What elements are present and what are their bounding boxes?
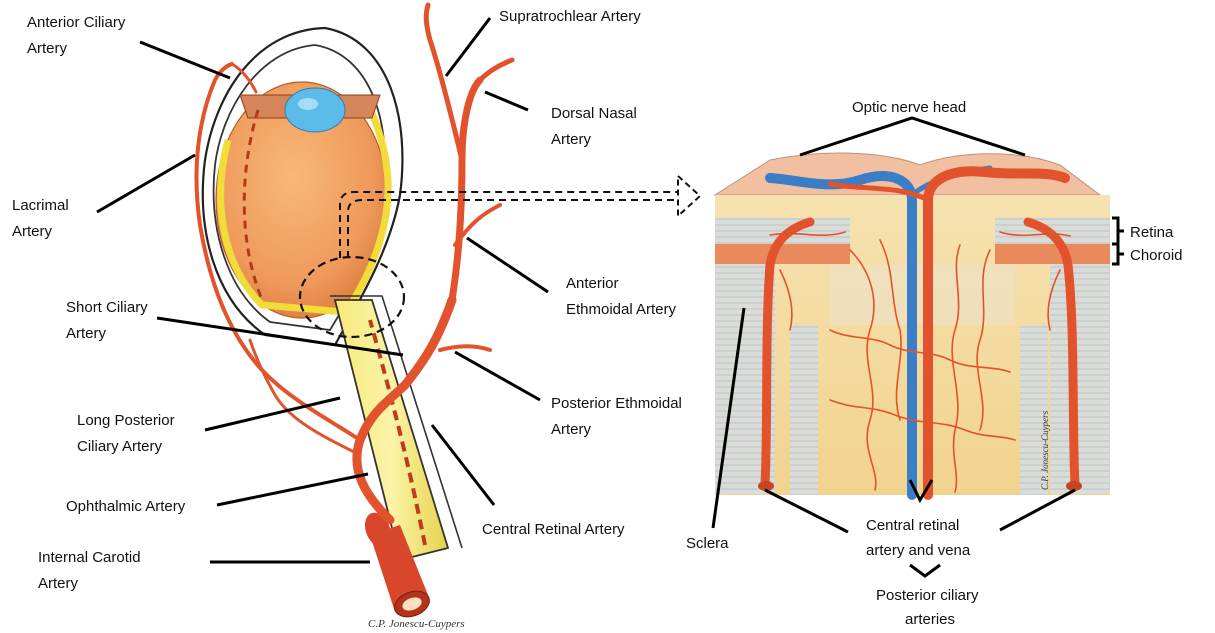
label-central-retinal-artery: Central Retinal Artery <box>482 521 625 538</box>
label-retina: Retina <box>1130 224 1174 241</box>
label-short-ciliary-2: Artery <box>66 325 107 342</box>
choroid-band-left <box>715 244 850 264</box>
label-sclera: Sclera <box>686 535 729 552</box>
label-internal-carotid-2: Artery <box>38 575 79 592</box>
label-dorsal-nasal-1: Dorsal Nasal <box>551 105 637 122</box>
sclera-band-inner-left <box>790 325 818 495</box>
leader-central-retinal <box>432 425 494 505</box>
brace-retina <box>1112 218 1124 244</box>
lens <box>285 88 345 132</box>
brace-posterior-ciliary <box>910 565 940 576</box>
sclera-band-right <box>1050 264 1110 494</box>
label-internal-carotid-1: Internal Carotid <box>38 549 141 566</box>
leader-anterior-ethmoidal <box>467 238 548 292</box>
label-lacrimal-1: Lacrimal <box>12 197 69 214</box>
eye-globe-illustration: C.P. Jonescu-Cuypers <box>196 5 512 630</box>
label-central-retinal-av-1: Central retinal <box>866 517 959 534</box>
label-ophthalmic: Ophthalmic Artery <box>66 498 186 515</box>
leader-supratrochlear <box>446 18 490 76</box>
signature-left: C.P. Jonescu-Cuypers <box>368 618 465 630</box>
leader-ophthalmic <box>217 474 368 505</box>
leader-anterior-ciliary <box>140 42 230 78</box>
label-dorsal-nasal-2: Artery <box>551 131 592 148</box>
label-anterior-ethmoidal-2: Ethmoidal Artery <box>566 301 677 318</box>
leader-lacrimal <box>97 155 195 212</box>
label-optic-nerve-head: Optic nerve head <box>852 99 966 116</box>
label-posterior-ciliary-2: arteries <box>905 611 955 628</box>
leader-posterior-ciliary-left <box>765 490 848 532</box>
label-lacrimal-2: Artery <box>12 223 53 240</box>
label-posterior-ethmoidal-1: Posterior Ethmoidal <box>551 395 682 412</box>
arrow-head <box>678 176 700 216</box>
label-anterior-ethmoidal-1: Anterior <box>566 275 619 292</box>
leader-dorsal-nasal <box>485 92 528 110</box>
choroid-band-right <box>995 244 1110 264</box>
optic-nerve-head-section: C.P. Jonescu-Cuypers <box>715 153 1110 495</box>
label-supratrochlear: Supratrochlear Artery <box>499 8 641 25</box>
label-anterior-ciliary-2: Artery <box>27 40 68 57</box>
lens-highlight <box>298 98 318 110</box>
brace-choroid <box>1112 244 1124 264</box>
leader-optic-nerve-head <box>800 118 1025 155</box>
leader-posterior-ethmoidal <box>455 352 540 400</box>
lamina-cribrosa <box>830 265 1015 325</box>
label-long-posterior-ciliary-1: Long Posterior <box>77 412 175 429</box>
label-long-posterior-ciliary-2: Ciliary Artery <box>77 438 163 455</box>
signature-right: C.P. Jonescu-Cuypers <box>1040 410 1050 490</box>
label-anterior-ciliary-1: Anterior Ciliary <box>27 14 126 31</box>
label-central-retinal-av-2: artery and vena <box>866 542 971 559</box>
label-posterior-ethmoidal-2: Artery <box>551 421 592 438</box>
leader-posterior-ciliary-right <box>1000 490 1075 530</box>
label-posterior-ciliary-1: Posterior ciliary <box>876 587 979 604</box>
label-short-ciliary-1: Short Ciliary <box>66 299 148 316</box>
label-choroid: Choroid <box>1130 247 1183 264</box>
